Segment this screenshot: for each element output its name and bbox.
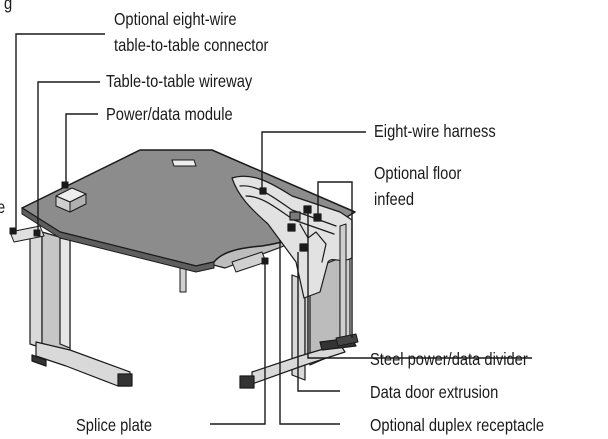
table-connector (9, 225, 45, 243)
leader-table-connector (15, 33, 105, 234)
leader-floor-infeed (317, 181, 353, 338)
worksurface-edge (21, 207, 215, 273)
label-data-door-extrusion: Data door extrusion (370, 382, 499, 402)
leader-table-wireway (37, 81, 100, 232)
label-splice-plate: Splice plate (76, 415, 153, 435)
label-fragment-top: g (4, 0, 13, 13)
grommet (171, 159, 197, 167)
leader-power-data-module (65, 113, 98, 186)
desk-illustration (9, 149, 359, 389)
leader-data-door (297, 252, 340, 392)
label-power-data-module: Power/data module (106, 104, 233, 124)
label-table-connector-line1: Optional eight-wire (114, 9, 237, 29)
label-steel-divider: Steel power/data divider (370, 349, 528, 369)
leader-duplex-receptacle (279, 240, 340, 425)
label-floor-infeed-line1: Optional floor (374, 163, 462, 183)
power-data-module (55, 181, 87, 213)
label-eight-wire-harness: Eight-wire harness (374, 121, 496, 141)
label-duplex-receptacle: Optional duplex receptacle (370, 415, 545, 435)
label-fragment-left: e (0, 196, 5, 218)
label-table-wireway: Table-to-table wireway (106, 71, 253, 91)
label-table-connector-line2: table-to-table connector (114, 35, 269, 55)
leader-lines (15, 33, 532, 425)
leader-eight-wire-harness (261, 131, 366, 190)
label-floor-infeed-line2: infeed (374, 189, 415, 209)
leader-splice-plate (210, 262, 266, 425)
floor-infeed-post (339, 223, 347, 341)
harness-raceway (231, 175, 353, 299)
leader-steel-divider (307, 212, 532, 359)
